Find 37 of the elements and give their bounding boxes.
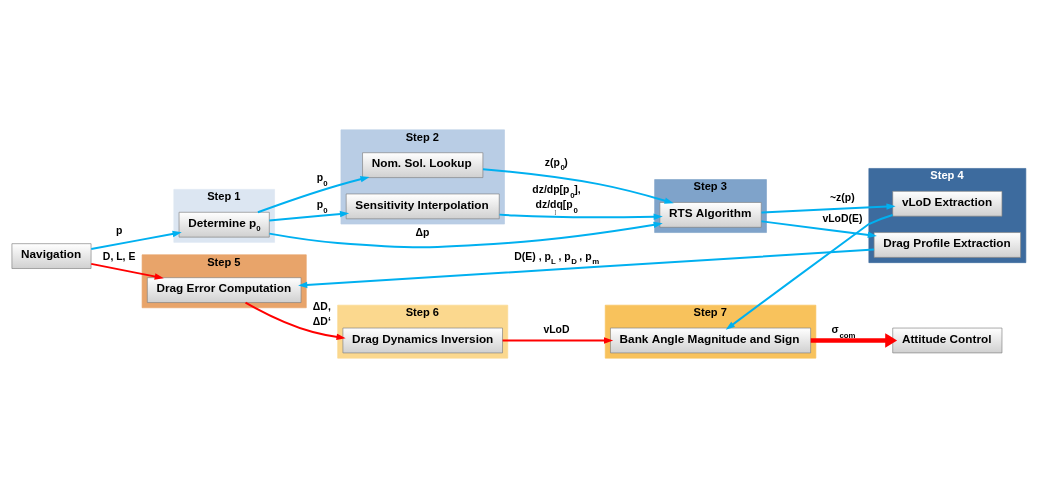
edge-label: z(p$_{0}$)	[544, 156, 568, 172]
edge-label: D, L, E	[102, 250, 136, 262]
arrow	[268, 210, 350, 222]
node-box: Drag Error Computation	[147, 276, 302, 303]
arrow	[268, 221, 663, 248]
edge-label: ~z(p)	[829, 191, 855, 203]
edge-label: p$_{0}$	[316, 171, 328, 188]
arrow	[298, 248, 876, 288]
arrow	[725, 213, 894, 330]
edge-label: vLoD	[543, 323, 570, 335]
node-box: Drag Profile Extraction	[873, 231, 1021, 258]
node-box: Attitude Control	[892, 327, 1003, 353]
node-box: Determine p$_{0}$	[178, 211, 270, 237]
edge-label: p$_{0}$	[316, 198, 328, 215]
edge-label: p	[115, 224, 123, 236]
edge-label: D(E) , p$_{L}$ , p$_{D}$ , p$_{m}$	[514, 250, 600, 266]
edge-label: vLoD(E)	[822, 212, 863, 224]
arrow	[244, 301, 346, 340]
arrow	[501, 336, 614, 344]
node-box: Navigation	[11, 242, 92, 269]
arrow	[760, 202, 896, 213]
node-box: RTS Algorithm	[659, 201, 762, 228]
arrow	[256, 175, 370, 213]
node-box: Nom. Sol. Lookup	[362, 151, 484, 178]
node-box: Bank Angle Magnitude and Sign	[610, 327, 811, 353]
node-box: vLoD Extraction	[892, 190, 1003, 217]
arrow	[90, 230, 182, 250]
arrow	[482, 167, 674, 204]
edge-label: Δp	[415, 226, 430, 238]
arrow	[90, 262, 164, 280]
node-box: Sensitivity Interpolation	[345, 193, 500, 219]
arrow	[760, 219, 877, 238]
edge-label: σ$_{com}$	[831, 323, 856, 340]
arrow	[810, 332, 898, 348]
edge-label: ΔD, ΔD‘	[312, 300, 331, 327]
node-box: Drag Dynamics Inversion	[342, 327, 503, 353]
arrow	[498, 212, 663, 220]
